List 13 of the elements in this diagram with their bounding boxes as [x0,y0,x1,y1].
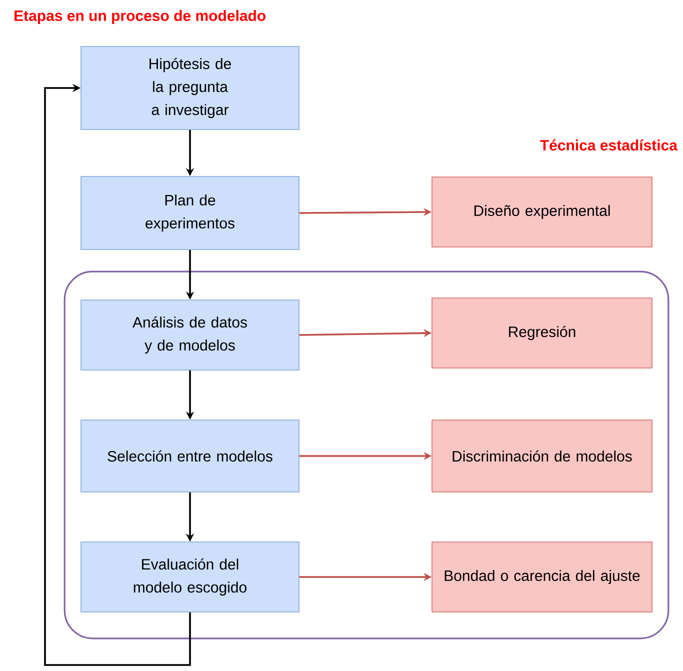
process-box: Hipótesis de la pregunta a investigar [80,46,300,130]
technique-box: Regresión [432,298,652,368]
title: Etapas en un proceso de modelado [14,10,266,24]
process-box: Plan de experimentos [80,176,300,250]
process-box: Evaluación del modelo escogido [80,542,300,612]
group-frame [64,270,670,640]
technique-box: Diseño experimental [432,176,652,248]
technique-box: Bondad o carencia del ajuste [432,542,652,612]
process-box: Selección entre modelos [80,420,300,492]
feedback-arrow [44,84,191,666]
column-heading: Técnica estadística [540,139,678,151]
process-box: Análisis de datos y de modelos [80,300,300,370]
technique-box: Discriminación de modelos [432,420,652,492]
